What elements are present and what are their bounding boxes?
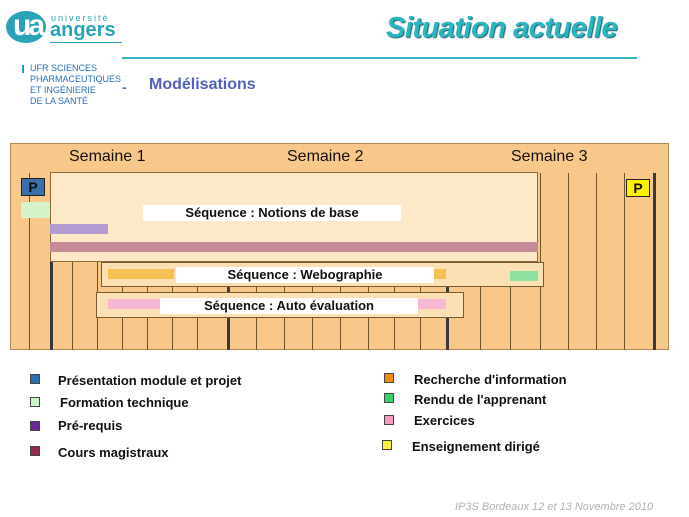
- ufr-marker: [22, 65, 24, 73]
- ufr-line-1: UFR SCIENCES: [30, 63, 98, 73]
- presentation-marker-start: P: [21, 178, 45, 196]
- legend-swatch-cours: [30, 446, 40, 456]
- title-divider: [122, 57, 637, 59]
- enseignement-marker-end: P: [626, 179, 650, 197]
- university-logo: [6, 11, 46, 43]
- grid-line: [540, 173, 541, 350]
- sequence-autoevaluation-label: Séquence : Auto évaluation: [160, 298, 418, 314]
- sequence-webographie-label: Séquence : Webographie: [176, 267, 434, 283]
- logo-underline: [50, 42, 122, 43]
- exercices-bar-1: [108, 299, 160, 309]
- ufr-line-2: PHARMACEUTIQUES: [30, 74, 122, 84]
- slide-subtitle: Modélisations: [149, 76, 256, 93]
- week-label-1: Semaine 1: [69, 148, 146, 165]
- exercices-bar-2: [418, 299, 446, 309]
- subtitle-dash: -: [122, 79, 127, 95]
- university-label: université: [51, 13, 110, 23]
- grid-line: [624, 173, 625, 350]
- legend-swatch-rendu: [384, 393, 394, 403]
- prerequis-bar: [50, 224, 108, 234]
- legend-label-recherche: Recherche d'information: [414, 372, 567, 387]
- grid-line: [568, 173, 569, 350]
- grid-line: [596, 173, 597, 350]
- grid-line: [653, 173, 656, 350]
- ufr-label: UFR SCIENCES PHARMACEUTIQUES ET INGÉNIER…: [30, 63, 121, 107]
- legend-swatch-recherche: [384, 373, 394, 383]
- rendu-bar: [510, 271, 538, 281]
- legend-label-prerequis: Pré-requis: [58, 418, 123, 433]
- legend-swatch-prerequis: [30, 421, 40, 431]
- cours-magistraux-bar: [50, 242, 538, 252]
- legend-label-exercices: Exercices: [414, 413, 475, 428]
- ufr-line-4: DE LA SANTÉ: [30, 96, 89, 106]
- legend-swatch-exercices: [384, 415, 394, 425]
- legend-label-cours: Cours magistraux: [58, 445, 169, 460]
- footer-text: IP3S Bordeaux 12 et 13 Novembre 2010: [455, 501, 654, 513]
- ufr-line-3: ET INGÉNIERIE: [30, 85, 96, 95]
- recherche-bar-2: [434, 269, 446, 279]
- recherche-bar-1: [108, 269, 174, 279]
- legend-label-rendu: Rendu de l'apprenant: [414, 392, 547, 407]
- grid-line: [29, 173, 30, 350]
- legend-swatch-formation: [30, 397, 40, 407]
- legend-swatch-presentation: [30, 374, 40, 384]
- legend-label-presentation: Présentation module et projet: [58, 373, 242, 388]
- legend-label-formation: Formation technique: [60, 395, 189, 410]
- week-label-2: Semaine 2: [287, 148, 364, 165]
- slide-title: Situation actuelle: [386, 12, 618, 44]
- legend-swatch-enseignement: [382, 440, 392, 450]
- sequence-notions-label: Séquence : Notions de base: [143, 205, 401, 221]
- logo-mark: ua: [13, 9, 45, 42]
- university-name: angers: [50, 19, 116, 41]
- formation-technique-bar: [21, 202, 50, 218]
- legend-label-enseignement: Enseignement dirigé: [412, 439, 540, 454]
- week-label-3: Semaine 3: [511, 148, 588, 165]
